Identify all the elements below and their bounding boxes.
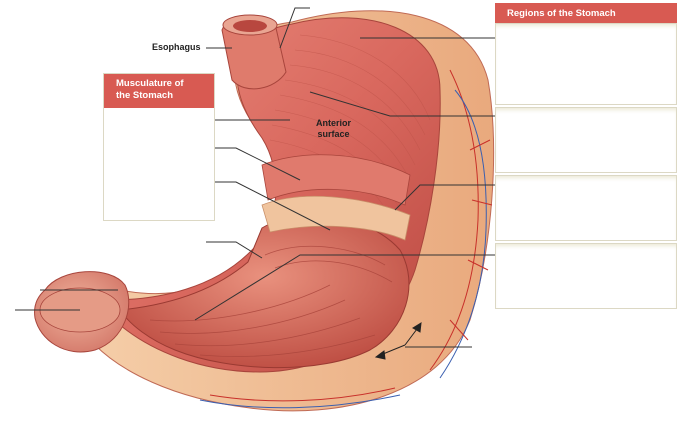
anterior-surface-label-line2: surface: [317, 129, 350, 139]
stomach-lumen: [119, 215, 410, 369]
musculature-title-line2: the Stomach: [116, 90, 174, 101]
esophagus-label: Esophagus: [152, 42, 201, 52]
musculature-title-line1: Musculature of: [116, 78, 184, 89]
region-answer-box-3[interactable]: [495, 175, 677, 241]
musculature-panel: Musculature of the Stomach: [103, 73, 215, 221]
anterior-surface-label: Anterior surface: [316, 118, 351, 140]
regions-panel-title: Regions of the Stomach: [495, 3, 677, 23]
regions-panel: Regions of the Stomach: [495, 3, 677, 309]
leader-lines: [15, 7, 500, 348]
region-answer-box-2[interactable]: [495, 107, 677, 173]
region-answer-box-4[interactable]: [495, 243, 677, 309]
arrow-markers: [374, 322, 422, 360]
anterior-surface-label-line1: Anterior: [316, 118, 352, 128]
region-answer-box-1[interactable]: [495, 23, 677, 105]
longitudinal-layer-cut: [261, 195, 411, 241]
oblique-muscle-band: [261, 154, 411, 206]
musculature-panel-title: Musculature of the Stomach: [104, 74, 214, 108]
blood-vessels: [199, 69, 493, 409]
rugae-folds: [149, 245, 393, 357]
